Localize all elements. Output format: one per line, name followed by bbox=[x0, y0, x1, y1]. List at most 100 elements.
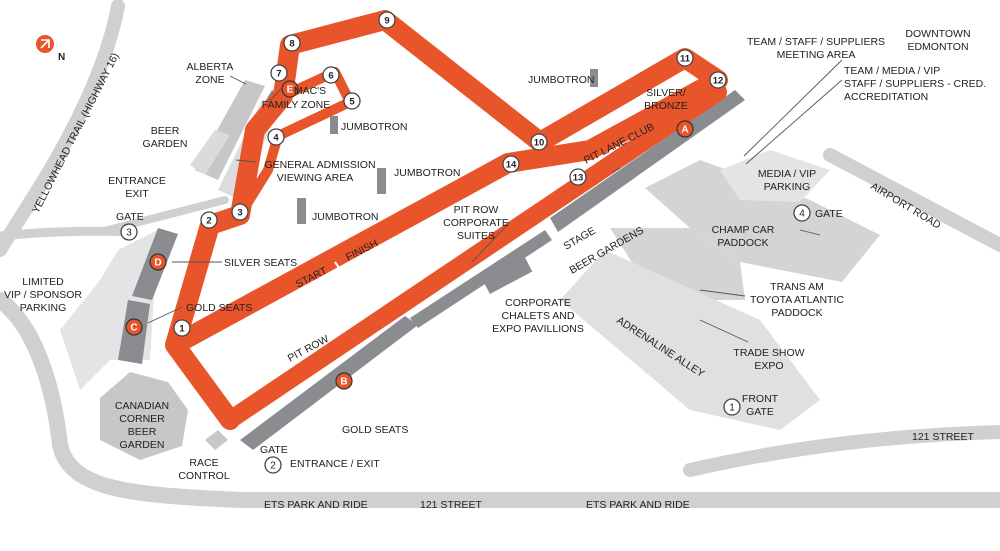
canadian-corner-area bbox=[100, 372, 188, 460]
svg-text:6: 6 bbox=[328, 71, 333, 82]
silver-bronze-label: SILVER/BRONZE bbox=[644, 87, 688, 112]
jumbotron-label-1: JUMBOTRON bbox=[528, 74, 595, 86]
service-road bbox=[0, 226, 135, 241]
silver-seats-label: SILVER SEATS bbox=[224, 257, 297, 269]
turn-marker-14: 14 bbox=[502, 155, 520, 173]
svg-text:E: E bbox=[287, 85, 294, 96]
svg-text:7: 7 bbox=[276, 69, 281, 80]
leader-lines bbox=[147, 59, 843, 343]
ets-park-ride-right-label: ETS PARK AND RIDE bbox=[586, 499, 690, 511]
jumbotron-label-4: JUMBOTRON bbox=[312, 211, 379, 223]
svg-text:4: 4 bbox=[273, 133, 279, 144]
gold-seats-b-stand bbox=[240, 316, 418, 450]
svg-text:2: 2 bbox=[270, 461, 276, 472]
svg-text:B: B bbox=[340, 377, 347, 388]
airport-road bbox=[823, 148, 1000, 252]
turn-marker-10: 10 bbox=[530, 133, 548, 151]
turn-marker-1: 1 bbox=[173, 319, 191, 337]
jumbotron-screen-2 bbox=[330, 116, 338, 134]
pit-lane-club-stand bbox=[550, 90, 745, 232]
svg-text:3: 3 bbox=[237, 208, 242, 219]
gate-4-label: GATE bbox=[815, 208, 843, 220]
gate-markers: 1 2 3 4 bbox=[120, 204, 811, 474]
svg-text:5: 5 bbox=[349, 97, 355, 108]
svg-text:3: 3 bbox=[126, 228, 132, 239]
seat-marker-b: B bbox=[335, 372, 353, 390]
turn-markers: 1 2 3 4 5 6 7 8 9 10 11 12 13 14 bbox=[173, 11, 727, 337]
121-street-bottom-label: 121 STREET bbox=[420, 499, 482, 511]
gate-marker-2: 2 bbox=[264, 456, 282, 474]
champ-car-paddock-lot bbox=[645, 160, 880, 282]
corporate-chalets bbox=[479, 252, 533, 294]
turn-marker-3: 3 bbox=[231, 203, 249, 221]
turn-marker-4: 4 bbox=[267, 128, 285, 146]
yellowhead-trail-label: YELLOWHEAD TRAIL (HIGHWAY 16) bbox=[30, 51, 122, 215]
jumbotron-screen-3 bbox=[377, 168, 386, 194]
entrance-exit-bottom-label: ENTRANCE / EXIT bbox=[290, 458, 380, 470]
turn-marker-13: 13 bbox=[569, 168, 587, 186]
svg-text:A: A bbox=[681, 125, 688, 136]
turn-marker-7: 7 bbox=[270, 64, 288, 82]
turn-marker-8: 8 bbox=[283, 34, 301, 52]
lots bbox=[60, 80, 880, 460]
seat-markers: A B C D E bbox=[125, 80, 694, 390]
gold-seats-b-label: GOLD SEATS bbox=[342, 424, 408, 436]
trade-show-lot bbox=[560, 250, 820, 430]
121-street-bottom-road bbox=[0, 292, 1000, 508]
svg-text:14: 14 bbox=[506, 160, 517, 171]
svg-text:11: 11 bbox=[680, 54, 691, 65]
svg-text:9: 9 bbox=[384, 16, 389, 27]
turn-marker-5: 5 bbox=[343, 92, 361, 110]
svg-text:D: D bbox=[154, 258, 161, 269]
gate-marker-3: 3 bbox=[120, 223, 138, 241]
pit-row-suites-stand bbox=[410, 230, 552, 328]
north-arrow: N bbox=[36, 35, 65, 63]
north-arrow-glyph bbox=[40, 39, 50, 49]
svg-text:1: 1 bbox=[179, 324, 185, 335]
seat-marker-d: D bbox=[149, 253, 167, 271]
jumbotrons bbox=[297, 69, 598, 224]
svg-text:C: C bbox=[130, 323, 137, 334]
seat-marker-e: E bbox=[281, 80, 299, 98]
race-control-building bbox=[205, 430, 228, 450]
seat-marker-c: C bbox=[125, 318, 143, 336]
ets-park-ride-left-label: ETS PARK AND RIDE bbox=[264, 499, 368, 511]
jumbotron-screen-4 bbox=[297, 198, 306, 224]
jumbotron-label-3: JUMBOTRON bbox=[394, 167, 461, 179]
gate-3-label: GATE bbox=[116, 211, 144, 223]
svg-text:10: 10 bbox=[534, 138, 545, 149]
beer-garden-building bbox=[190, 130, 230, 175]
stage-label: STAGE bbox=[562, 225, 598, 253]
yellowhead-trail-road bbox=[0, 0, 125, 257]
start-finish-line bbox=[334, 261, 351, 285]
north-label: N bbox=[58, 52, 65, 63]
trans-am-paddock-lot bbox=[610, 228, 745, 300]
gold-seats-c-label: GOLD SEATS bbox=[186, 302, 252, 314]
svg-text:2: 2 bbox=[206, 216, 211, 227]
svg-text:12: 12 bbox=[713, 76, 724, 87]
turn-marker-12: 12 bbox=[709, 71, 727, 89]
svg-text:8: 8 bbox=[289, 39, 294, 50]
pit-straight bbox=[221, 83, 727, 429]
jumbotron-label-2: JUMBOTRON bbox=[341, 121, 408, 133]
121-street-right-label: 121 STREET bbox=[912, 431, 974, 443]
turn-marker-11: 11 bbox=[676, 49, 694, 67]
turn-marker-2: 2 bbox=[200, 211, 218, 229]
